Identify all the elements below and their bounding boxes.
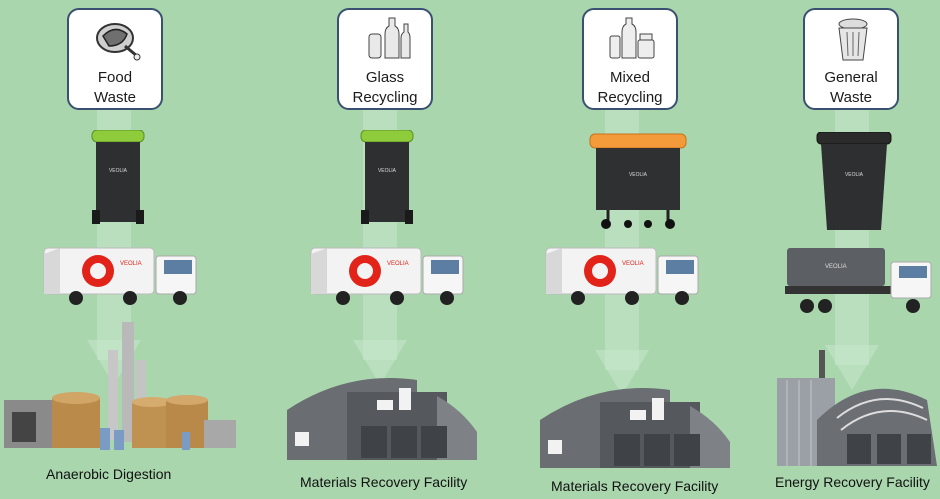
container-truck: VEOLIA <box>785 248 932 313</box>
mixed-recycling-icon <box>609 17 655 59</box>
anaerobic-digestion-plant <box>4 322 236 450</box>
label-box-mixed-recycling: Mixed Recycling <box>582 8 678 110</box>
facility-caption: Materials Recovery Facility <box>551 478 719 494</box>
wheelie-bin: VEOLIA <box>91 130 145 224</box>
flow-arrow-head <box>595 350 649 395</box>
label-line-1: General <box>824 69 878 86</box>
truck-brand: VEOLIA <box>387 261 409 267</box>
truck-brand: VEOLIA <box>622 261 644 267</box>
truck-brand: VEOLIA <box>120 261 142 267</box>
refuse-truck: VEOLIA <box>310 247 464 305</box>
facility-caption: Materials Recovery Facility <box>300 474 468 490</box>
bin-brand: VEOLIA <box>378 168 397 174</box>
refuse-truck: VEOLIA <box>43 247 197 305</box>
label-line-2: Waste <box>94 89 136 106</box>
glass-bottles-icon <box>368 17 411 59</box>
label-line-1: Glass <box>365 69 405 86</box>
label-text: Food Waste <box>69 68 161 108</box>
label-text: General Waste <box>805 68 897 108</box>
food-waste-icon <box>96 23 141 61</box>
refuse-truck: VEOLIA <box>545 247 699 305</box>
facility-caption: Energy Recovery Facility <box>775 474 930 490</box>
energy-recovery-facility-building <box>777 350 937 466</box>
four-wheel-bin: VEOLIA <box>589 133 687 229</box>
wheelie-bin: VEOLIA <box>360 130 414 224</box>
stream-glass-recycling: Glass Recycling VEOLIA VEOLIA Materials … <box>235 0 477 499</box>
bin-brand: VEOLIA <box>845 172 864 178</box>
label-box-general-waste: General Waste <box>803 8 899 110</box>
facility-caption: Anaerobic Digestion <box>46 466 172 482</box>
label-box-glass-recycling: Glass Recycling <box>337 8 433 110</box>
stream-general-waste: General Waste VEOLIA VEOLIA Energy Recov… <box>705 0 940 499</box>
general-waste-bin-icon <box>838 18 868 61</box>
flow-arrow-head <box>353 340 407 385</box>
label-box-food-waste: Food Waste <box>67 8 163 110</box>
label-line-2: Recycling <box>352 89 418 106</box>
label-line-1: Food <box>97 69 133 86</box>
bin-brand: VEOLIA <box>629 172 648 178</box>
stream-mixed-recycling: Mixed Recycling VEOLIA VEOLIA <box>470 0 730 499</box>
wheelie-bin: VEOLIA <box>816 132 892 230</box>
stream-food-waste: Food Waste VEOLIA VEOLIA <box>0 0 236 499</box>
label-text: Glass Recycling <box>339 68 431 108</box>
label-line-2: Waste <box>830 89 872 106</box>
materials-recovery-facility-building <box>540 388 730 468</box>
label-line-1: Mixed <box>609 69 650 86</box>
label-text: Mixed Recycling <box>584 68 676 108</box>
container-brand: VEOLIA <box>825 264 847 270</box>
label-line-2: Recycling <box>597 89 663 106</box>
materials-recovery-facility-building <box>287 378 477 460</box>
bin-brand: VEOLIA <box>109 168 128 174</box>
